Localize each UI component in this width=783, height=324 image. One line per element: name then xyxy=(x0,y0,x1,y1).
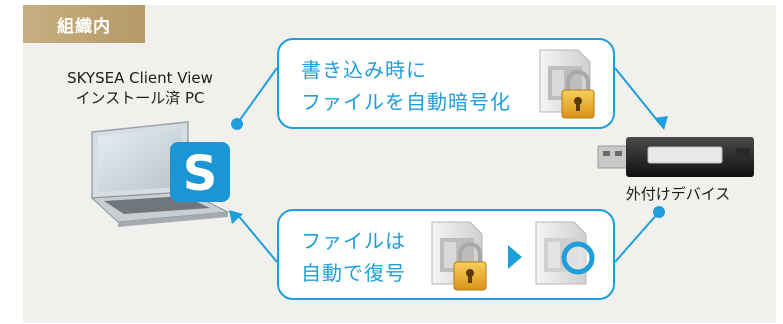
device-label: 外付けデバイス xyxy=(625,185,731,203)
decrypt-line2: 自動で復号 xyxy=(301,261,406,285)
encrypt-start-dot xyxy=(231,118,243,130)
decrypt-line1: ファイルは xyxy=(301,229,406,253)
skysea-logo-icon: S xyxy=(170,142,230,202)
encrypt-text: 書き込み時に ファイルを自動暗号化 xyxy=(301,54,511,118)
laptop-icon xyxy=(90,121,230,227)
arrow-to-pc xyxy=(229,210,243,224)
pc-label: SKYSEA Client View インストール済 PC xyxy=(30,68,250,108)
encrypt-line1: 書き込み時に xyxy=(301,58,427,82)
pc-label-line2: インストール済 PC xyxy=(75,89,205,107)
encrypt-line2: ファイルを自動暗号化 xyxy=(301,90,511,114)
encrypted-file-icon xyxy=(539,49,595,119)
encrypted-file-icon xyxy=(431,221,487,291)
arrow-to-device xyxy=(654,116,668,130)
svg-text:S: S xyxy=(183,146,218,202)
pc-label-line1: SKYSEA Client View xyxy=(67,69,213,87)
decrypt-flow-line xyxy=(236,211,660,263)
organization-tab: 組織内 xyxy=(23,5,145,43)
arrow-right-icon xyxy=(508,245,522,269)
encrypt-flow-line xyxy=(236,67,662,126)
decrypted-file-icon xyxy=(535,221,595,285)
decrypt-start-dot xyxy=(653,206,665,218)
decrypt-text: ファイルは 自動で復号 xyxy=(301,225,406,289)
usb-drive-icon xyxy=(597,137,754,177)
